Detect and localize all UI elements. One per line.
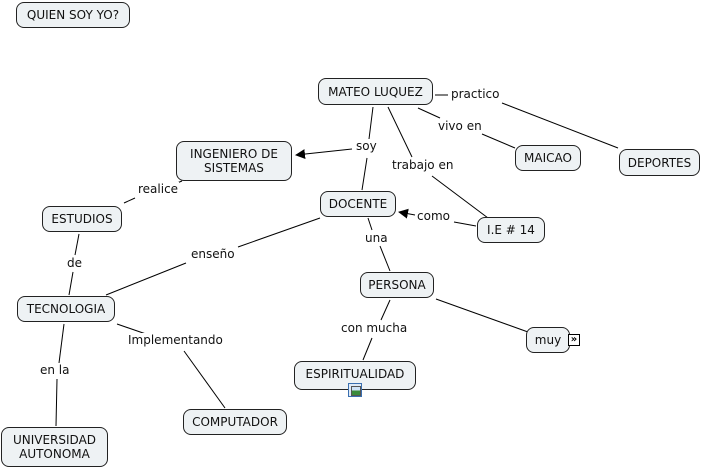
line-enseno-tecnologia xyxy=(105,262,187,296)
link-como[interactable]: como xyxy=(416,209,451,223)
link-de[interactable]: de xyxy=(66,256,83,270)
line-enla-universidad xyxy=(55,378,58,427)
concept-espiritualidad-label: ESPIRITUALIDAD xyxy=(305,367,405,381)
line-conmucha-espiritualidad xyxy=(362,337,373,361)
line-realice-estudios xyxy=(123,197,136,204)
image-icon[interactable] xyxy=(348,383,362,397)
concept-universidad-label: UNIVERSIDAD AUTONOMA xyxy=(12,433,97,461)
concept-computador[interactable]: COMPUTADOR xyxy=(183,409,287,435)
concept-estudios[interactable]: ESTUDIOS xyxy=(42,206,122,232)
line-persona-conmucha xyxy=(380,299,391,321)
concept-ingeniero-label: INGENIERO DE SISTEMAS xyxy=(190,147,278,175)
line-practico-deportes xyxy=(501,102,619,149)
line-como-docente xyxy=(398,208,416,219)
link-realice[interactable]: realice xyxy=(137,182,180,196)
expand-icon[interactable]: » xyxy=(568,334,580,346)
line-docente-una xyxy=(367,217,373,231)
link-con-mucha[interactable]: con mucha xyxy=(340,321,409,335)
line-de-tecnologia xyxy=(68,271,74,296)
link-en-la[interactable]: en la xyxy=(39,363,71,377)
line-persona-muy xyxy=(435,298,529,333)
concept-tecnologia[interactable]: TECNOLOGIA xyxy=(17,296,115,322)
concept-deportes[interactable]: DEPORTES xyxy=(619,149,700,176)
link-trabajo-en[interactable]: trabajo en xyxy=(391,158,455,172)
line-implementando-computador xyxy=(183,350,226,409)
link-practico[interactable]: practico xyxy=(450,87,501,101)
concept-maicao[interactable]: MAICAO xyxy=(515,145,581,171)
line-ie14-como xyxy=(453,221,477,227)
link-vivo-en[interactable]: vivo en xyxy=(437,119,483,133)
link-soy[interactable]: soy xyxy=(355,139,378,153)
concept-mateo-luquez[interactable]: MATEO LUQUEZ xyxy=(318,78,433,105)
link-una[interactable]: una xyxy=(364,231,389,245)
line-tecnologia-implementando xyxy=(116,323,147,335)
line-docente-enseno xyxy=(237,217,321,248)
concept-ingeniero-de-sistemas[interactable]: INGENIERO DE SISTEMAS xyxy=(176,141,292,181)
line-mateo-trabajoen xyxy=(387,106,413,158)
line-tecnologia-enla xyxy=(58,323,65,364)
concept-persona[interactable]: PERSONA xyxy=(360,272,434,298)
line-una-persona xyxy=(379,245,391,272)
concept-muy[interactable]: muy xyxy=(526,327,570,353)
line-soy-docente xyxy=(361,157,368,191)
line-soy-ingeniero xyxy=(295,148,353,160)
concept-quien-soy-yo[interactable]: QUIEN SOY YO? xyxy=(16,2,130,28)
link-implementando[interactable]: Implementando xyxy=(127,333,224,347)
line-trabajoen-ie14 xyxy=(431,175,489,219)
concept-ie14[interactable]: I.E # 14 xyxy=(477,217,545,243)
line-mateo-vivoen xyxy=(417,107,441,119)
concept-espiritualidad[interactable]: ESPIRITUALIDAD xyxy=(294,361,416,390)
line-mateo-soy xyxy=(368,106,374,140)
concept-docente[interactable]: DOCENTE xyxy=(320,191,396,217)
link-enseno[interactable]: enseño xyxy=(190,247,236,261)
line-vivoen-maicao xyxy=(481,133,516,149)
concept-universidad-autonoma[interactable]: UNIVERSIDAD AUTONOMA xyxy=(1,427,108,467)
line-estudios-de xyxy=(74,233,80,256)
